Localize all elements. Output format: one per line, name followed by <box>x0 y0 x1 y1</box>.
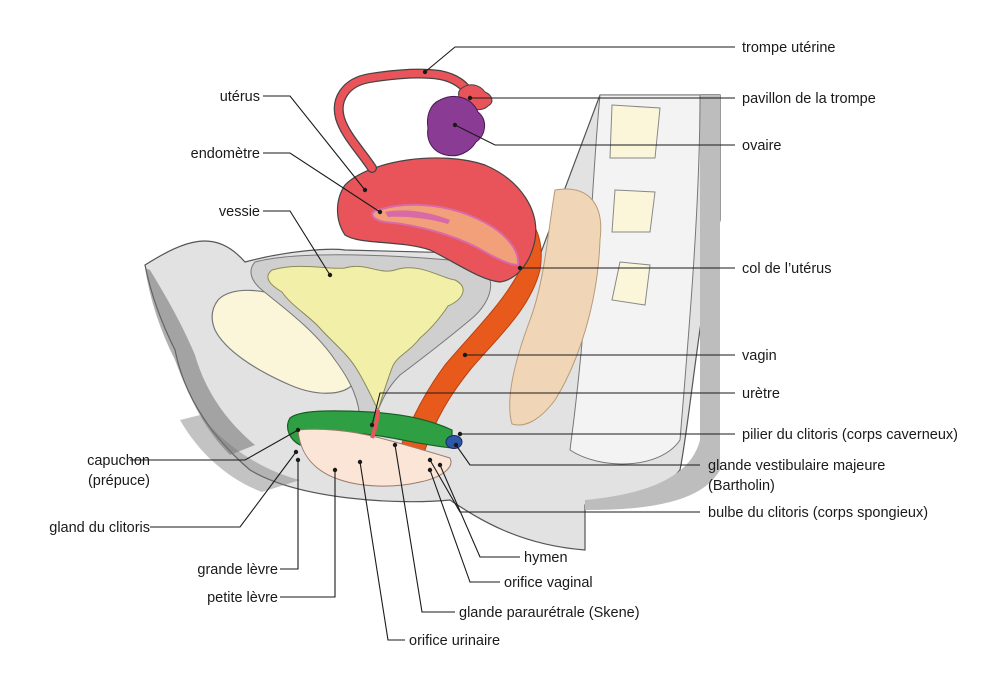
vulva <box>297 428 452 487</box>
clitoris-body <box>287 410 453 449</box>
label-endometre: endomètre <box>191 146 260 162</box>
sacrum-segment-3 <box>611 261 651 306</box>
rectum <box>509 188 602 426</box>
label-uretre: urètre <box>742 386 780 402</box>
label-uterus: utérus <box>220 89 260 105</box>
vagina <box>399 203 542 451</box>
label-hymen: hymen <box>524 550 568 566</box>
sacrum-segment-2 <box>611 189 656 233</box>
label-gland-clitoris: gland du clitoris <box>49 520 150 536</box>
label-pavillon: pavillon de la trompe <box>742 91 876 107</box>
label-glande-vestibulaire-2: (Bartholin) <box>708 478 775 494</box>
label-trompe-uterine: trompe utérine <box>742 40 836 56</box>
label-vagin: vagin <box>742 348 777 364</box>
leader-lines <box>130 46 735 641</box>
label-vessie: vessie <box>219 204 260 220</box>
endometrium <box>371 203 520 267</box>
label-pilier-clitoris: pilier du clitoris (corps caverneux) <box>742 427 958 443</box>
label-grande-levre: grande lèvre <box>197 562 278 578</box>
bartholin-gland <box>445 435 463 449</box>
label-petite-levre: petite lèvre <box>207 590 278 606</box>
label-ovaire: ovaire <box>742 138 782 154</box>
sacrum-segment-1 <box>609 104 661 159</box>
pubic-hair <box>145 268 255 455</box>
label-glande-paraurethrale: glande paraurétrale (Skene) <box>459 605 640 621</box>
label-bulbe-clitoris: bulbe du clitoris (corps spongieux) <box>708 505 928 521</box>
label-col-uterus: col de l’utérus <box>742 261 831 277</box>
bladder <box>267 265 464 412</box>
label-glande-vestibulaire-1: glande vestibulaire majeure <box>708 458 885 474</box>
urethra <box>370 409 380 439</box>
label-orifice-urinaire: orifice urinaire <box>409 633 500 649</box>
label-capuchon-1: capuchon <box>87 453 150 469</box>
uterine-cavity <box>385 210 450 224</box>
buttock-shade <box>585 95 720 510</box>
label-orifice-vaginal: orifice vaginal <box>504 575 593 591</box>
lower-hair <box>180 415 300 492</box>
leader-dots <box>293 69 523 473</box>
label-capuchon-2: (prépuce) <box>88 473 150 489</box>
fallopian-tube-fill <box>335 69 474 172</box>
